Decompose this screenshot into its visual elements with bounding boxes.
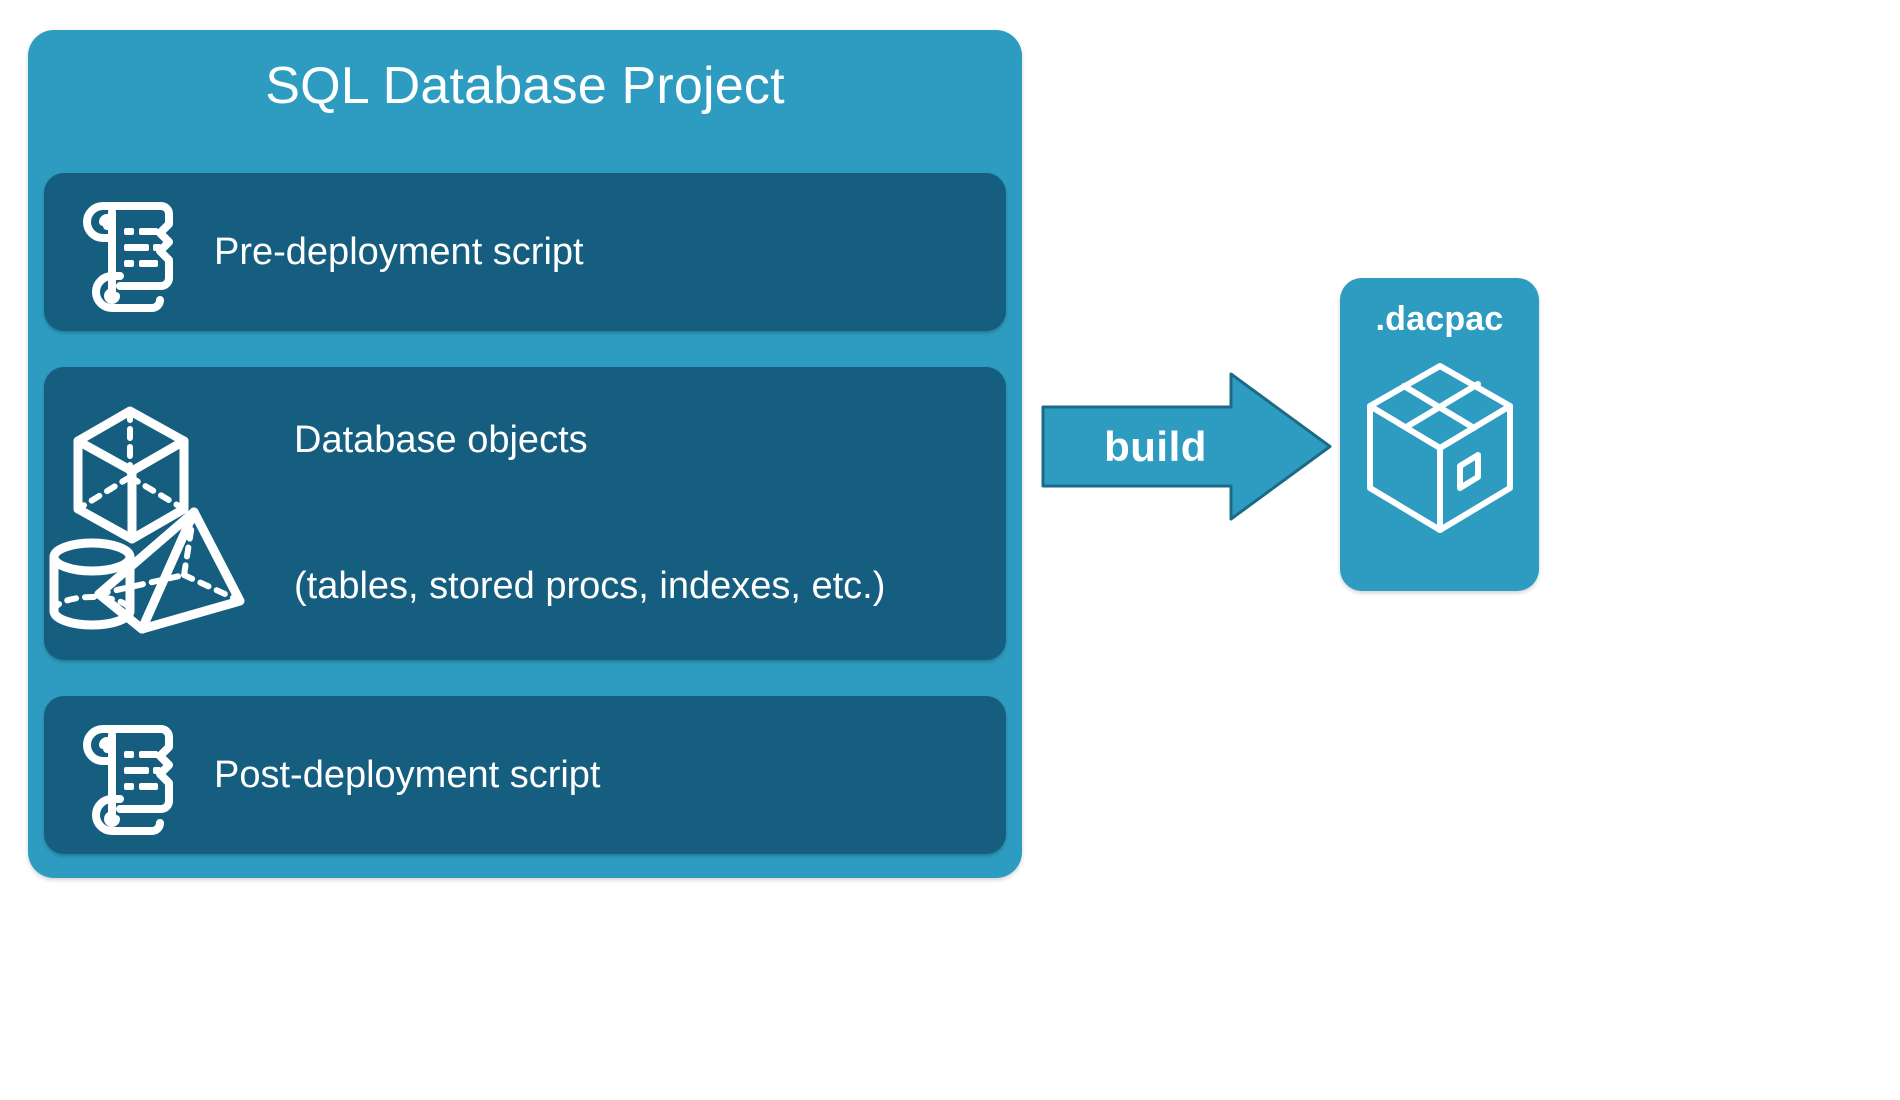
card-label-pre-deployment: Pre-deployment script <box>214 230 584 273</box>
sql-database-project-panel: SQL Database Project <box>28 30 1022 878</box>
scroll-icon <box>44 715 214 835</box>
cylinder-hidden-edge <box>51 593 133 614</box>
build-arrow: build <box>1041 372 1332 521</box>
shapes-icon <box>44 389 294 639</box>
card-label-database-objects: Database objects (tables, stored procs, … <box>294 319 885 708</box>
package-box-icon <box>1360 358 1520 538</box>
scroll-icon <box>44 192 214 312</box>
card-label-database-objects-line1: Database objects <box>294 419 588 462</box>
card-label-post-deployment: Post-deployment script <box>214 753 601 796</box>
card-database-objects[interactable]: Database objects (tables, stored procs, … <box>44 367 1006 660</box>
dacpac-output-panel: .dacpac <box>1340 278 1539 591</box>
dacpac-panel-title: .dacpac <box>1375 300 1504 338</box>
project-panel-title: SQL Database Project <box>265 57 785 115</box>
cylinder-shape <box>49 538 135 629</box>
pyramid-hidden-edges <box>96 508 243 604</box>
cube-hidden-edges <box>75 407 187 512</box>
card-post-deployment-script[interactable]: Post-deployment script <box>44 696 1006 854</box>
card-label-database-objects-line2: (tables, stored procs, indexes, etc.) <box>294 565 886 608</box>
card-pre-deployment-script[interactable]: Pre-deployment script <box>44 173 1006 331</box>
arrow-right-icon <box>1041 372 1332 521</box>
